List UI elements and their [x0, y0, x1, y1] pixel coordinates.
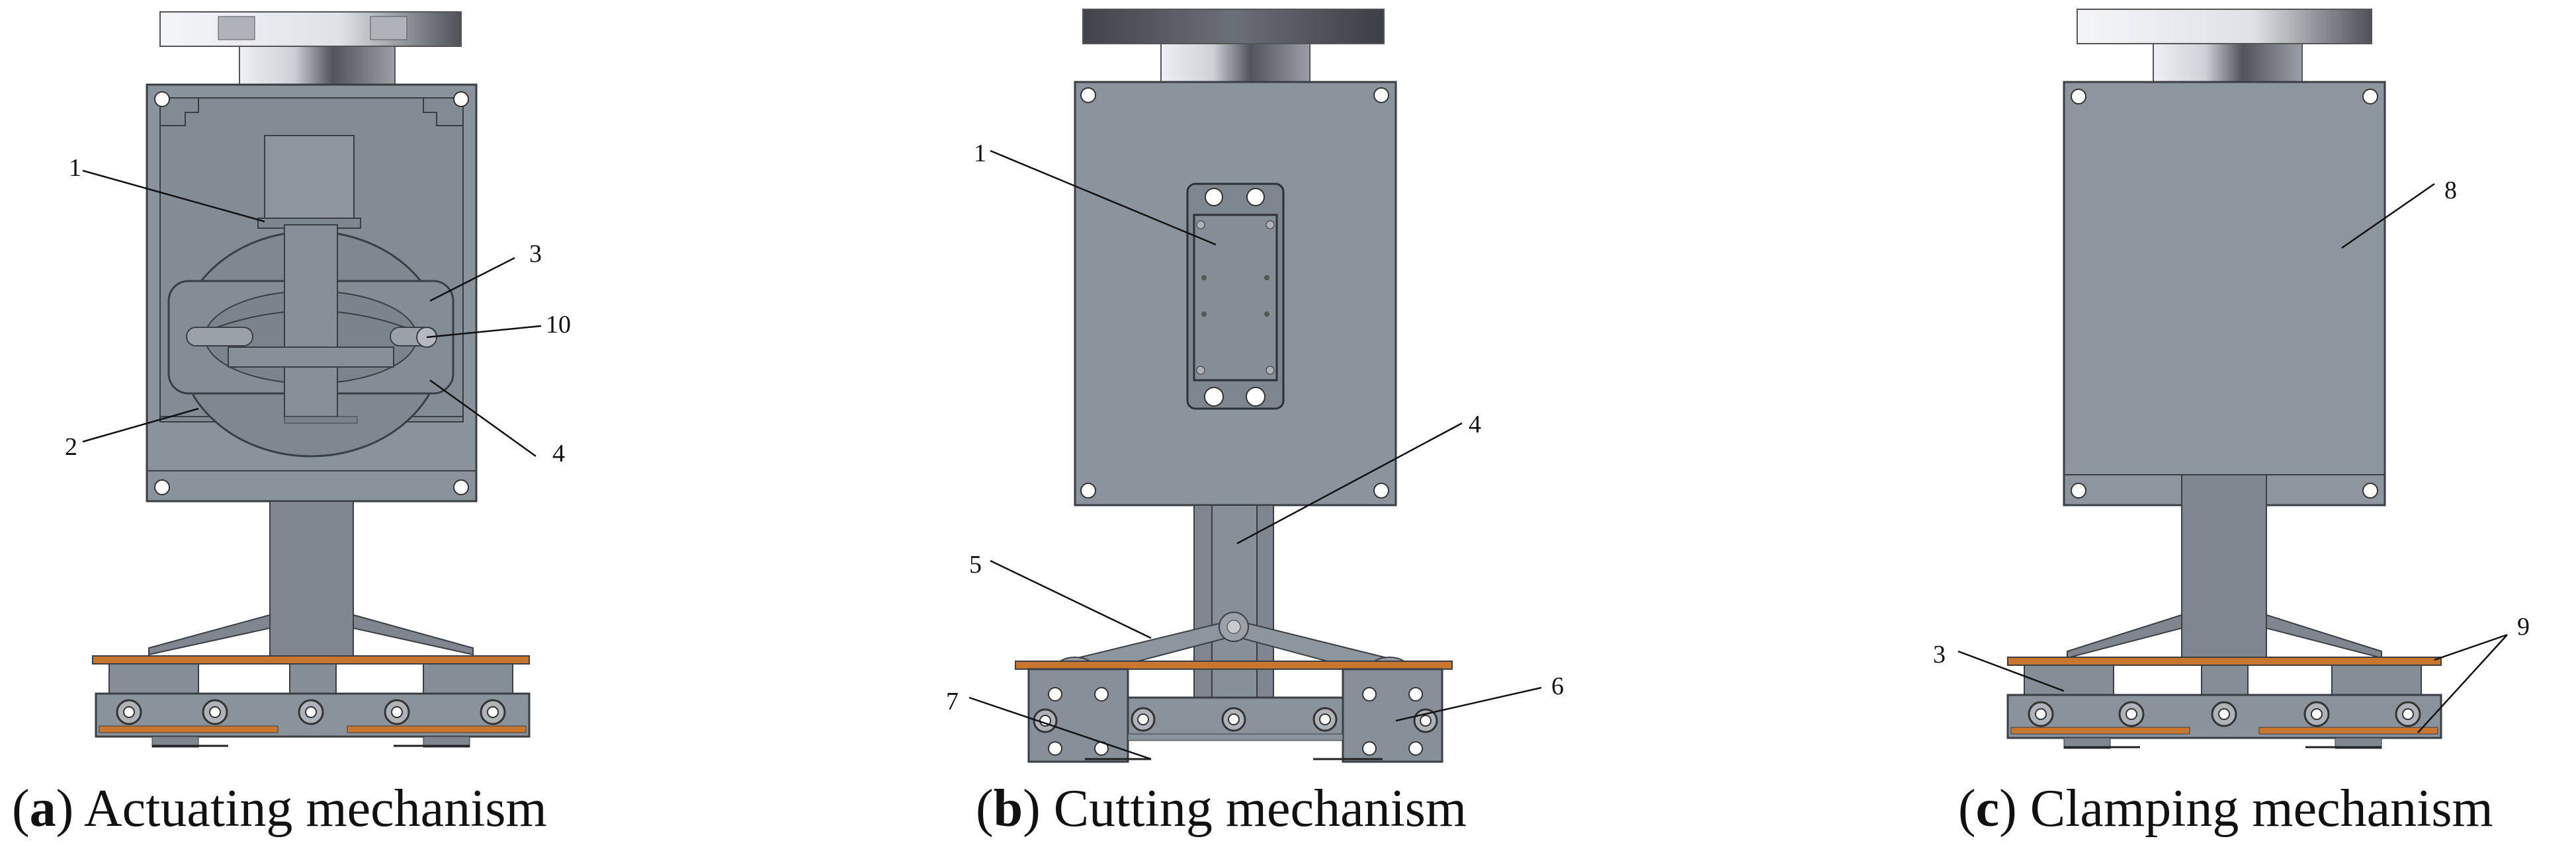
top-cap [1082, 9, 1385, 83]
label-b-7: 7 [946, 688, 959, 715]
panel-a-actuating: 1 2 3 4 10 [65, 11, 571, 748]
caption-b: (b) Cutting mechanism [976, 780, 1467, 838]
caption-c: (c) Clamping mechanism [1958, 780, 2493, 838]
caption-a: (a) Actuating mechanism [12, 780, 547, 838]
label-c-8: 8 [2444, 177, 2457, 204]
top-cap [2077, 9, 2372, 83]
leader-lines [968, 149, 1542, 760]
caption-b-text: Cutting mechanism [1053, 780, 1467, 838]
clamp-bar [92, 655, 531, 748]
stem [269, 501, 354, 662]
top-cap [159, 11, 462, 85]
cover-plate [2063, 81, 2386, 506]
label-a-2: 2 [65, 433, 77, 461]
caption-c-text: Clamping mechanism [2030, 780, 2493, 838]
cam-disc [167, 224, 454, 458]
label-b-5: 5 [969, 551, 982, 579]
caption-b-letter: b [993, 780, 1023, 838]
leader-lines [82, 169, 542, 458]
stem [1193, 505, 1274, 717]
clamp-bar [1015, 661, 1453, 763]
panel-b-cutting: 1 4 5 6 7 [946, 9, 1564, 763]
label-c-3: 3 [1933, 641, 1946, 668]
caption-a-letter: a [29, 780, 56, 838]
label-a-3: 3 [529, 240, 542, 268]
panel-c-clamping: 8 3 9 [1933, 9, 2530, 749]
label-a-10: 10 [546, 311, 571, 339]
label-b-1: 1 [974, 140, 986, 167]
clamp-bar [2006, 657, 2442, 749]
label-a-4: 4 [552, 440, 565, 467]
servo-motor [1186, 182, 1285, 410]
label-b-6: 6 [1551, 672, 1564, 700]
caption-a-text: Actuating mechanism [83, 780, 547, 838]
label-b-4: 4 [1469, 411, 1481, 438]
stem [2181, 474, 2267, 664]
caption-c-letter: c [1975, 780, 2000, 838]
leader-lines [1957, 182, 2508, 733]
label-c-9: 9 [2517, 613, 2530, 641]
label-a-1: 1 [69, 154, 81, 182]
motor-block [264, 135, 355, 219]
